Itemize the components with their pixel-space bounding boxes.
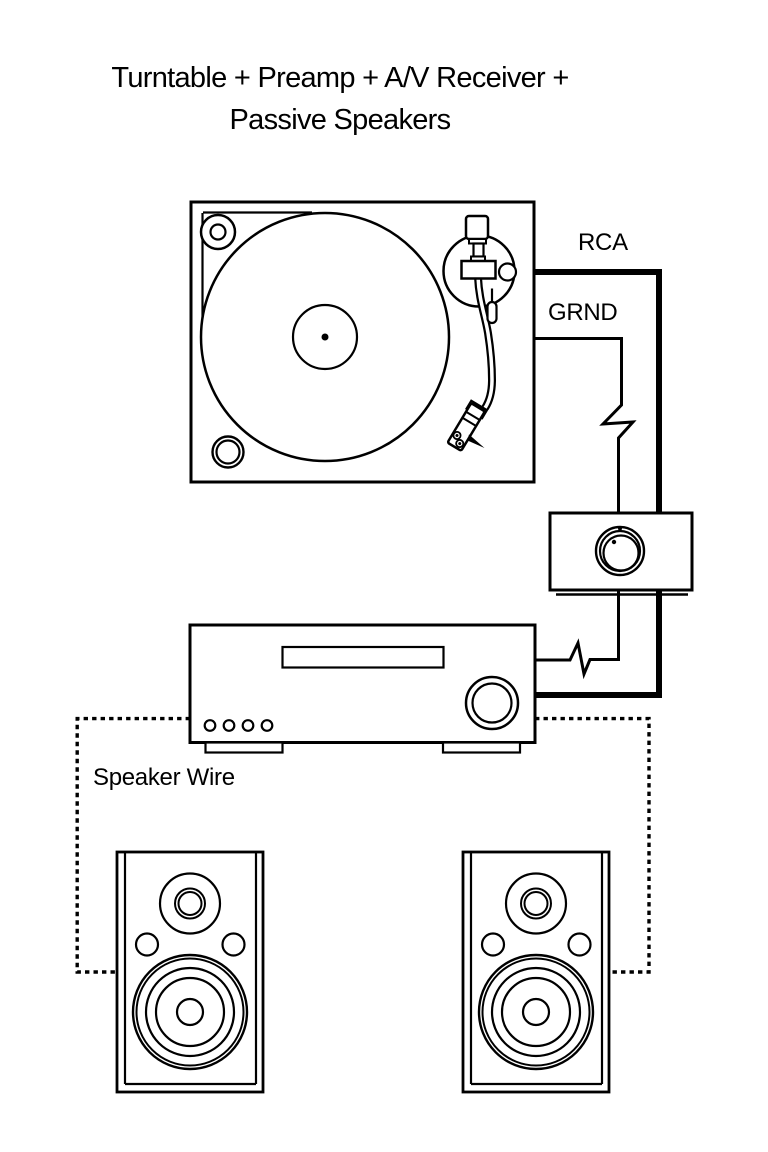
corner-foot-ring <box>211 435 245 469</box>
passive-speaker-left <box>115 850 265 1094</box>
ground-cable-label: GRND <box>548 299 618 326</box>
receiver-feet <box>204 741 522 754</box>
turntable <box>189 200 536 484</box>
spindle-dot <box>321 333 329 341</box>
woofer <box>131 953 249 1071</box>
page-title-line1: Turntable + Preamp + A/V Receiver + <box>111 62 569 94</box>
receiver-display <box>281 645 445 669</box>
woofer <box>477 953 595 1071</box>
preamp-knob <box>594 525 646 577</box>
av-receiver <box>188 623 537 754</box>
tweeter <box>158 872 222 935</box>
tweeter <box>504 872 568 935</box>
antiskate-dial <box>497 262 518 282</box>
record-label <box>291 303 359 371</box>
port-left <box>134 932 160 957</box>
receiver-buttons <box>203 719 274 732</box>
passive-speaker-right <box>461 850 611 1094</box>
speaker-baffle-frame <box>469 852 604 1086</box>
speaker-wire-right <box>535 716 651 974</box>
cue-lever <box>486 288 498 325</box>
rca-wire <box>533 269 662 698</box>
port-right <box>221 932 246 957</box>
headshell <box>446 399 489 452</box>
adapter-holder <box>199 213 237 251</box>
ground-wire <box>533 337 637 680</box>
port-right <box>567 932 592 957</box>
speaker-wire-left <box>75 716 190 974</box>
knob-tick-mark <box>618 526 622 531</box>
bearing-housing <box>460 259 497 280</box>
port-left <box>480 932 506 957</box>
page-title-line2: Passive Speakers <box>229 104 452 136</box>
phono-preamp <box>548 511 694 596</box>
knob-indicator-dot <box>611 539 617 545</box>
volume-knob <box>464 675 520 731</box>
rca-cable-label: RCA <box>578 229 628 256</box>
stylus <box>467 434 485 448</box>
speaker-wire-label: Speaker Wire <box>93 764 235 791</box>
page-title: Turntable + Preamp + A/V Receiver + Pass… <box>40 57 640 141</box>
speaker-baffle-frame <box>123 852 258 1086</box>
tonearm <box>442 214 518 452</box>
counterweight <box>464 214 490 262</box>
